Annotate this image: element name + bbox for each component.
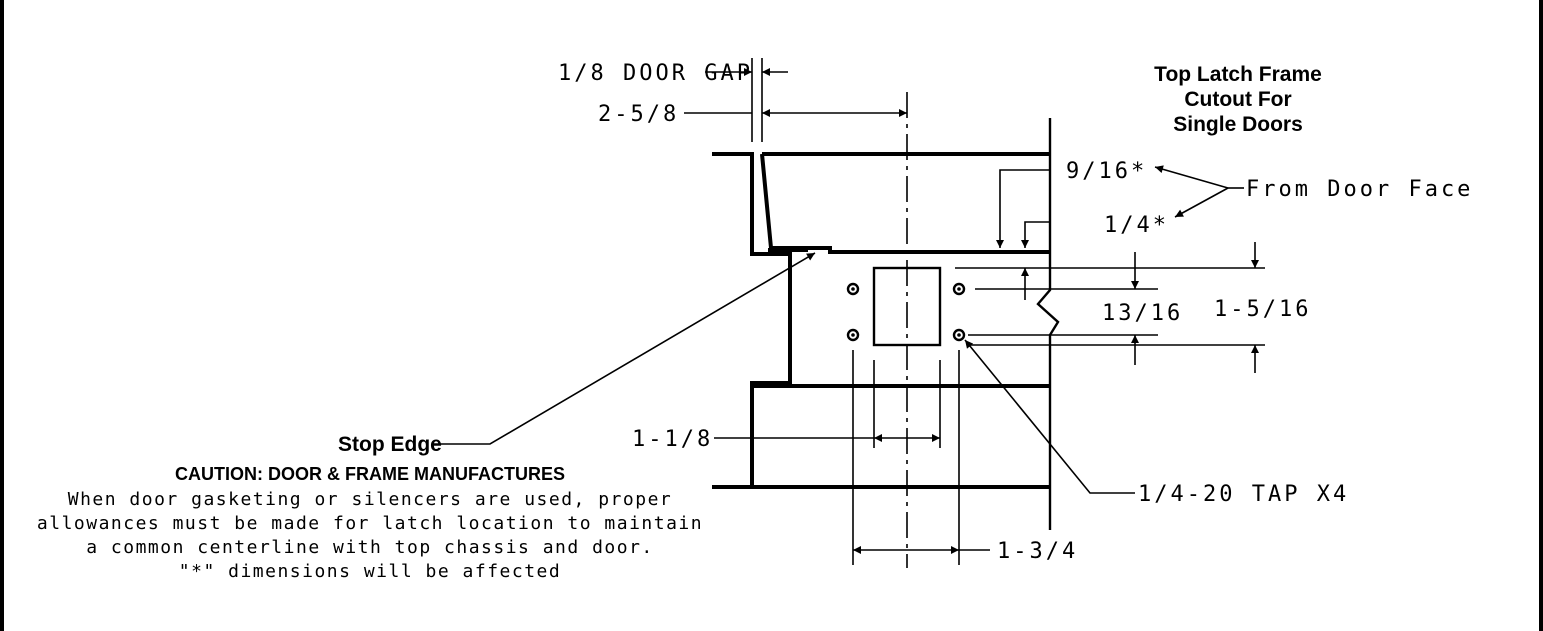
dim-1-4-label: 1/4*: [1104, 213, 1169, 238]
door-gap-label: 1/8 DOOR GAP: [558, 61, 753, 86]
from-door-face-label: From Door Face: [1246, 177, 1473, 202]
title-line-1: Top Latch Frame: [1154, 63, 1322, 86]
caution-line-4: "*" dimensions will be affected: [179, 561, 561, 582]
caution-line-2: allowances must be made for latch locati…: [37, 513, 703, 534]
offset-label: 2-5/8: [598, 102, 679, 127]
caution-line-1: When door gasketing or silencers are use…: [68, 489, 673, 510]
cutout-width-dimension: [714, 360, 941, 448]
stop-edge-label: Stop Edge: [338, 433, 442, 456]
frame-profile: [712, 118, 1060, 530]
tap-leader: [964, 339, 1135, 494]
title-line-3: Single Doors: [1173, 113, 1303, 136]
title-line-2: Cutout For: [1184, 88, 1291, 111]
tap-label: 1/4-20 TAP X4: [1138, 482, 1349, 507]
drawing-title: Top Latch Frame Cutout For Single Doors: [1154, 63, 1322, 136]
dim-9-16-label: 9/16*: [1066, 159, 1147, 184]
caution-note: CAUTION: DOOR & FRAME MANUFACTURES When …: [37, 464, 703, 582]
caution-title: CAUTION: DOOR & FRAME MANUFACTURES: [175, 464, 565, 484]
dim-1-5-16-label: 1-5/16: [1214, 297, 1311, 322]
stop-edge-leader: [434, 252, 816, 445]
door-gap-dimension: [705, 58, 788, 142]
dim-1-1-8-label: 1-1/8: [632, 427, 713, 452]
dim-1-3-4-label: 1-3/4: [997, 539, 1078, 564]
caution-line-3: a common centerline with top chassis and…: [86, 537, 654, 558]
door-face-dimensions: [996, 165, 1244, 248]
dim-13-16-label: 13/16: [1102, 301, 1183, 326]
hole-width-dimension: [852, 350, 990, 565]
tap-holes: [846, 282, 966, 342]
hole-spacing-dimensions: [955, 242, 1265, 373]
